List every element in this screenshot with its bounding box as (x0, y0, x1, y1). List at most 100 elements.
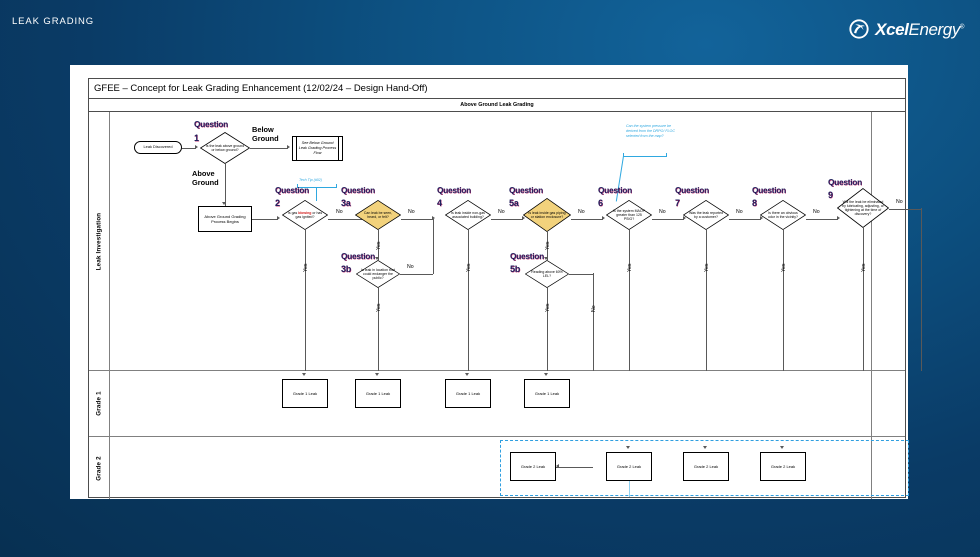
edge-label-q3a-yes: Yes (376, 241, 382, 250)
outcome-grade-2-leak-3[interactable]: Grade 2 Leak (683, 452, 729, 481)
question-8-text: Is there an obvious odor in the vicinity… (768, 210, 798, 219)
lane-body-grade-2: Grade 2 Leak Grade 2 Leak Grade 2 Leak G… (110, 437, 909, 499)
arrowhead-grade2-2 (626, 446, 630, 449)
lane-leak-investigation: Leak Investigation Leak Discovered Quest… (89, 112, 922, 371)
edge-label-q3b-no: No (407, 264, 414, 270)
diamond-shape-5a (523, 198, 571, 232)
lane-grade-2: Grade 2 Grade 2 Leak Grade 2 Leak Grade … (89, 437, 909, 499)
edge-q9-no-drop (920, 208, 922, 371)
arrowhead-grade2-3 (703, 446, 707, 449)
outcome-grade-1-leak-1[interactable]: Grade 1 Leak (282, 379, 328, 408)
question-5b-number: 5b (510, 264, 520, 274)
lane-grade-1: Grade 1 Grade 1 Leak Grade 1 Leak Grade … (89, 371, 905, 437)
lane-header-grade-1: Grade 1 (89, 371, 110, 436)
node-above-ground-begins[interactable]: Above Ground Grading Process Begins (198, 206, 252, 232)
question-4-header: Question (437, 186, 471, 195)
document-title: GFEE – Concept for Leak Grading Enhancem… (89, 79, 905, 99)
arrowhead-grade1-3 (465, 373, 469, 376)
question-3b-header: Question (341, 252, 375, 261)
edge-label-q8-yes: Yes (781, 263, 787, 272)
edge-q3a-no (401, 218, 433, 220)
edge-label-q5b-no: No (591, 305, 597, 312)
diamond-shape-5b (525, 260, 569, 288)
edge-label-q5a-yes: Yes (545, 241, 551, 250)
question-5b-text: Reading above 60% LEL? (531, 269, 563, 278)
outcome-grade-2-leak-2[interactable]: Grade 2 Leak (606, 452, 652, 481)
diamond-shape-8 (760, 200, 806, 230)
edge-label-q8-no: No (813, 209, 820, 215)
arrowhead-grade2-4 (780, 446, 784, 449)
node-leak-discovered[interactable]: Leak Discovered (134, 141, 182, 154)
question-2-header: Question (275, 186, 309, 195)
arrowhead-q4-no (522, 216, 525, 220)
edge-q7-no (729, 218, 761, 220)
annotation-tech-tip-leader (316, 187, 317, 201)
outcome-grade-2-leak-4[interactable]: Grade 2 Leak (760, 452, 806, 481)
xcel-energy-logo: XcelEnergy® (848, 18, 964, 40)
decision-question-5a[interactable]: Is leak inside gas piping or station enc… (523, 198, 571, 232)
lane-label-grade-1: Grade 1 (95, 391, 103, 416)
node-see-below-ground-flow[interactable]: See Below Ground Leak Grading Process Fl… (292, 136, 343, 161)
question-2-number: 2 (275, 198, 280, 208)
edge-q8-no (806, 218, 838, 220)
question-2-text: Is gas blowing or has gas ignited? (287, 210, 323, 219)
process-flow-document: GFEE – Concept for Leak Grading Enhancem… (88, 78, 922, 499)
arrowhead-q5a-no (602, 216, 605, 220)
edge-label-q2-no: No (336, 209, 343, 215)
outcome-grade-2-leak-1[interactable]: Grade 2 Leak (510, 452, 556, 481)
question-3a-header: Question (341, 186, 375, 195)
outcome-grade-1-leak-4[interactable]: Grade 1 Leak (524, 379, 570, 408)
question-1-number: 1 (194, 133, 199, 143)
question-5a-header: Question (509, 186, 543, 195)
decision-question-8[interactable]: Is there an obvious odor in the vicinity… (760, 200, 806, 230)
decision-question-4[interactable]: Is leak inside non-gas associated buildi… (445, 200, 491, 230)
arrowhead-q6-no (683, 216, 686, 220)
decision-question-2[interactable]: Is gas blowing or has gas ignited? (282, 200, 328, 230)
question-7-number: 7 (675, 198, 680, 208)
decision-question-5b[interactable]: Reading above 60% LEL? (525, 260, 569, 288)
diamond-shape-1 (200, 132, 250, 164)
question-6-text: Is the system MAOP greater than 125 PSIG… (613, 208, 645, 222)
edge-q7-yes (705, 230, 707, 371)
lane-label-leak-investigation: Leak Investigation (95, 212, 103, 270)
edge-begin-to-q2 (252, 218, 278, 220)
edge-q3b-no (400, 273, 433, 275)
decision-question-3b[interactable]: Is leak in location that could endanger … (356, 260, 400, 288)
question-4-text: Is leak inside non-gas associated buildi… (451, 210, 485, 219)
arrowhead-q3a-q3b (375, 257, 379, 260)
arrowhead-grade1-2 (375, 373, 379, 376)
edge-q2-yes (304, 230, 306, 371)
arrowhead-q1-below (287, 145, 290, 149)
question-7-header: Question (675, 186, 709, 195)
arrowhead-q8-no (837, 216, 840, 220)
edge-q5a-no (571, 218, 603, 220)
edge-label-q7-yes: Yes (704, 263, 710, 272)
decision-question-1[interactable]: Is the leak above ground or below ground… (200, 132, 250, 164)
decision-question-3a[interactable]: Can leak be seen, heard, or felt? (355, 200, 401, 230)
question-1-header: Question (194, 120, 228, 129)
outcome-grade-1-leak-3[interactable]: Grade 1 Leak (445, 379, 491, 408)
diagram-canvas: GFEE – Concept for Leak Grading Enhancem… (70, 65, 922, 499)
edge-q6-yes (628, 230, 630, 371)
decision-question-9[interactable]: Will the leak be eliminated by lubricati… (837, 188, 889, 228)
slide-title: LEAK GRADING (12, 16, 95, 27)
arrowhead-q5a-q5b (544, 257, 548, 260)
logo-wordmark: XcelEnergy® (875, 21, 964, 38)
question-9-header: Question (828, 178, 862, 187)
edge-q8-yes (782, 230, 784, 371)
arrowhead-q7-no (760, 216, 763, 220)
annotation-tech-tip: Tech Tip (#02) (299, 178, 323, 182)
outcome-grade-1-leak-2[interactable]: Grade 1 Leak (355, 379, 401, 408)
arrowhead-begin-q2 (277, 216, 280, 220)
arrowhead-grade1-4 (544, 373, 548, 376)
diamond-shape-9 (837, 188, 889, 228)
decision-question-6[interactable]: Is the system MAOP greater than 125 PSIG… (606, 200, 652, 230)
question-9-number: 9 (828, 190, 833, 200)
lane-body-grade-1: Grade 1 Leak Grade 1 Leak Grade 1 Leak G… (110, 371, 905, 436)
edge-q9-yes (862, 228, 864, 371)
edge-q3a-yes (377, 230, 379, 260)
question-8-number: 8 (752, 198, 757, 208)
edge-label-q4-no: No (498, 209, 505, 215)
edge-label-q6-yes: Yes (627, 263, 633, 272)
decision-question-7[interactable]: Was the leak reported by a customer? (683, 200, 729, 230)
